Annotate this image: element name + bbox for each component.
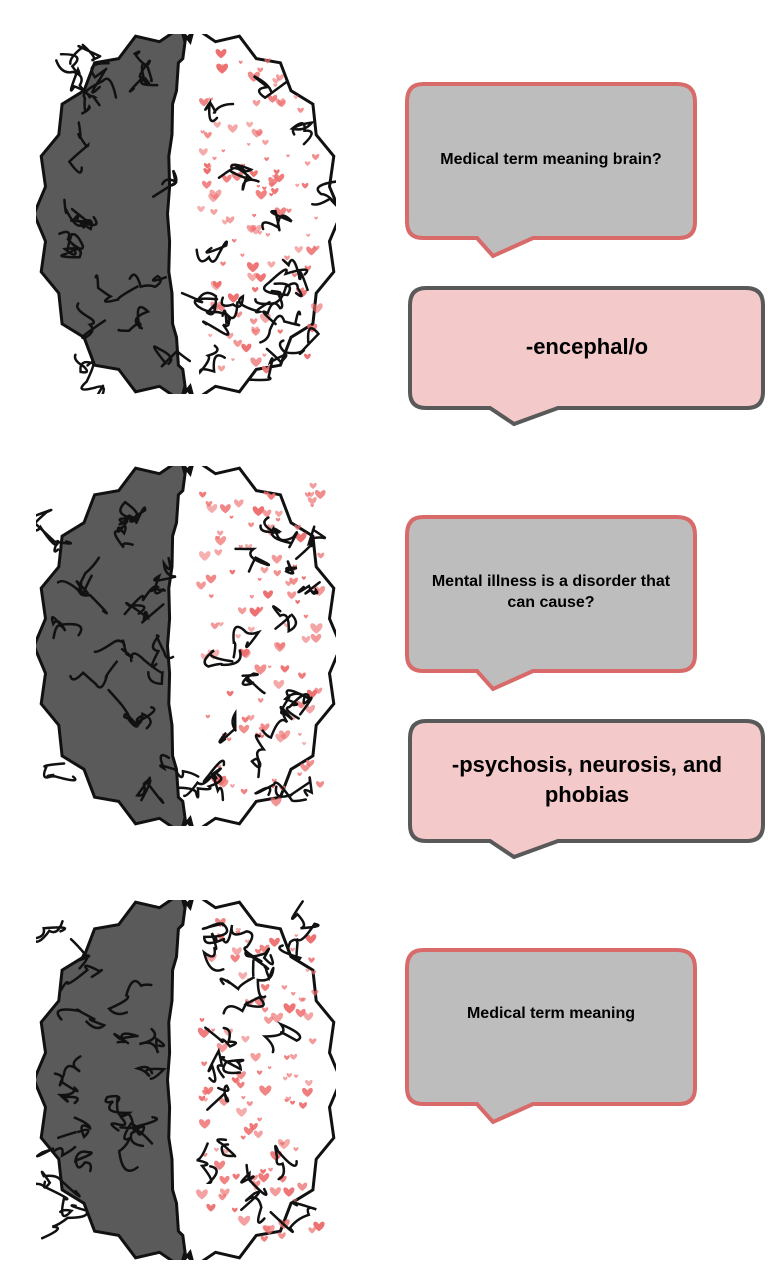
- brain-icon: [26, 890, 343, 1265]
- answer-text: -psychosis, neurosis, and phobias: [451, 752, 723, 807]
- answer-text: -encephal/o: [525, 334, 649, 360]
- answer-bubble-2: -psychosis, neurosis, and phobias: [408, 719, 766, 861]
- question-bubble-1: Medical term meaning brain?: [405, 82, 697, 259]
- question-bubble-3: Medical term meaning: [405, 948, 697, 1125]
- question-bubble-shape: [405, 515, 697, 692]
- question-bubble-2: Mental illness is a disorder that can ca…: [405, 515, 697, 692]
- brain-icon: [32, 24, 343, 404]
- question-bubble-shape: [405, 82, 697, 259]
- answer-bubble-shape: [408, 286, 765, 427]
- question-text: Mental illness is a disorder that can ca…: [431, 573, 671, 611]
- answer-bubble-1: -encephal/o: [408, 286, 766, 428]
- brain-icon: [25, 456, 343, 836]
- answer-bubble-shape: [408, 719, 765, 860]
- question-text: Medical term meaning brain?: [440, 150, 662, 168]
- question-text: Medical term meaning: [466, 1004, 636, 1022]
